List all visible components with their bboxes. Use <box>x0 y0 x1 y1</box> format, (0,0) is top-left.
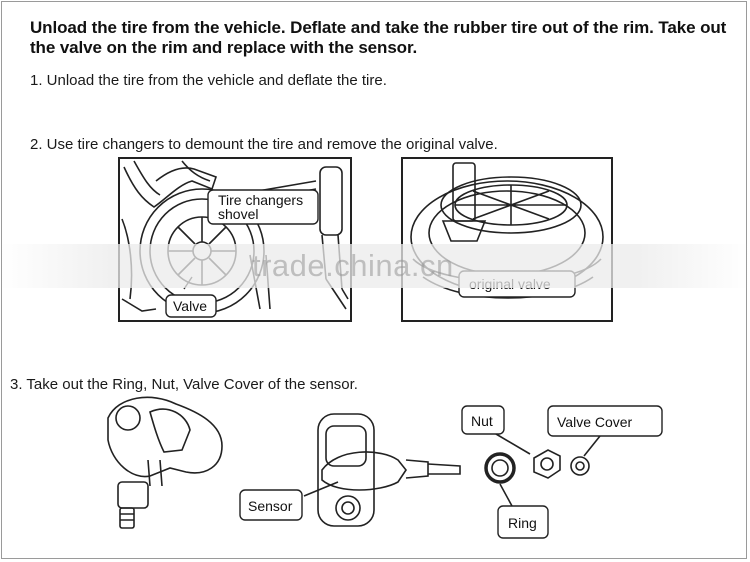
step-2-text: 2. Use tire changers to demount the tire… <box>30 136 498 153</box>
shovel-callout: Tire changers shovel <box>207 189 319 225</box>
svg-text:shovel: shovel <box>218 206 258 222</box>
watermark-band: trade.china.cn <box>0 244 750 288</box>
valve-callout: Valve <box>165 276 217 318</box>
tire-demount-illustration: Tire changers shovel Valve <box>118 157 352 322</box>
valve-removal-illustration: original valve <box>401 157 613 322</box>
step-1-text: 1. Unload the tire from the vehicle and … <box>30 72 387 89</box>
svg-text:Tire changers: Tire changers <box>218 192 303 208</box>
svg-text:Valve: Valve <box>173 298 207 314</box>
step-3-text: 3. Take out the Ring, Nut, Valve Cover o… <box>10 376 358 393</box>
wheel-on-changer-drawing: original valve <box>410 162 604 299</box>
tire-changer-drawing: Tire changers shovel Valve <box>121 160 349 318</box>
watermark-text: trade.china.cn <box>252 248 454 283</box>
page-title: Unload the tire from the vehicle. Deflat… <box>30 18 727 57</box>
